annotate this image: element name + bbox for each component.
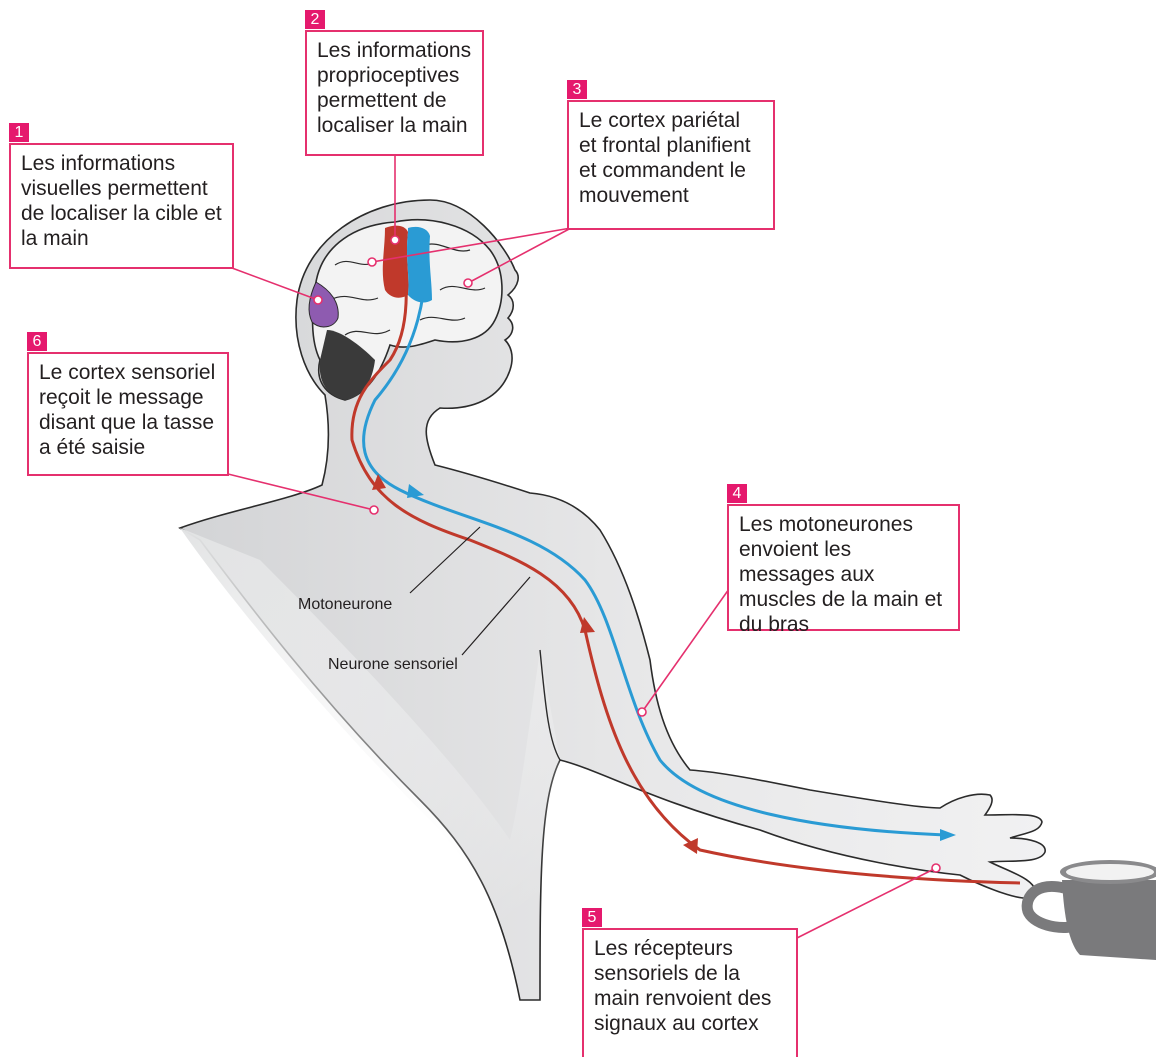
callout-3-text: Le cortex pariétal et frontal planifient… (579, 109, 751, 207)
motor-cortex-area (407, 227, 432, 303)
callout-2: Les informations proprioceptives permett… (305, 30, 484, 156)
callout-number-1: 1 (9, 123, 29, 142)
leader-5 (797, 868, 936, 938)
callout-4-text: Les motoneurones envoient les messages a… (739, 513, 942, 636)
cup-icon (1027, 860, 1156, 960)
sensory-neuron-label: Neurone sensoriel (328, 656, 458, 674)
callout-number-6: 6 (27, 332, 47, 351)
callout-1-text: Les informations visuelles permettent de… (21, 152, 222, 250)
callout-number-4: 4 (727, 484, 747, 503)
callout-1: Les informations visuelles permettent de… (9, 143, 234, 269)
callout-3: Le cortex pariétal et frontal planifient… (567, 100, 775, 230)
callout-number-3: 3 (567, 80, 587, 99)
callout-6: Le cortex sensoriel reçoit le message di… (27, 352, 229, 476)
callout-4: Les motoneurones envoient les messages a… (727, 504, 960, 631)
motor-neuron-label: Motoneurone (298, 596, 392, 614)
callout-number-5: 5 (582, 908, 602, 927)
callout-2-text: Les informations proprioceptives permett… (317, 39, 471, 137)
leader-4 (642, 589, 729, 712)
callout-number-2: 2 (305, 10, 325, 29)
callout-5-text: Les récepteurs sensoriels de la main ren… (594, 937, 771, 1035)
callout-6-text: Le cortex sensoriel reçoit le message di… (39, 361, 215, 459)
callout-5: Les récepteurs sensoriels de la main ren… (582, 928, 798, 1057)
